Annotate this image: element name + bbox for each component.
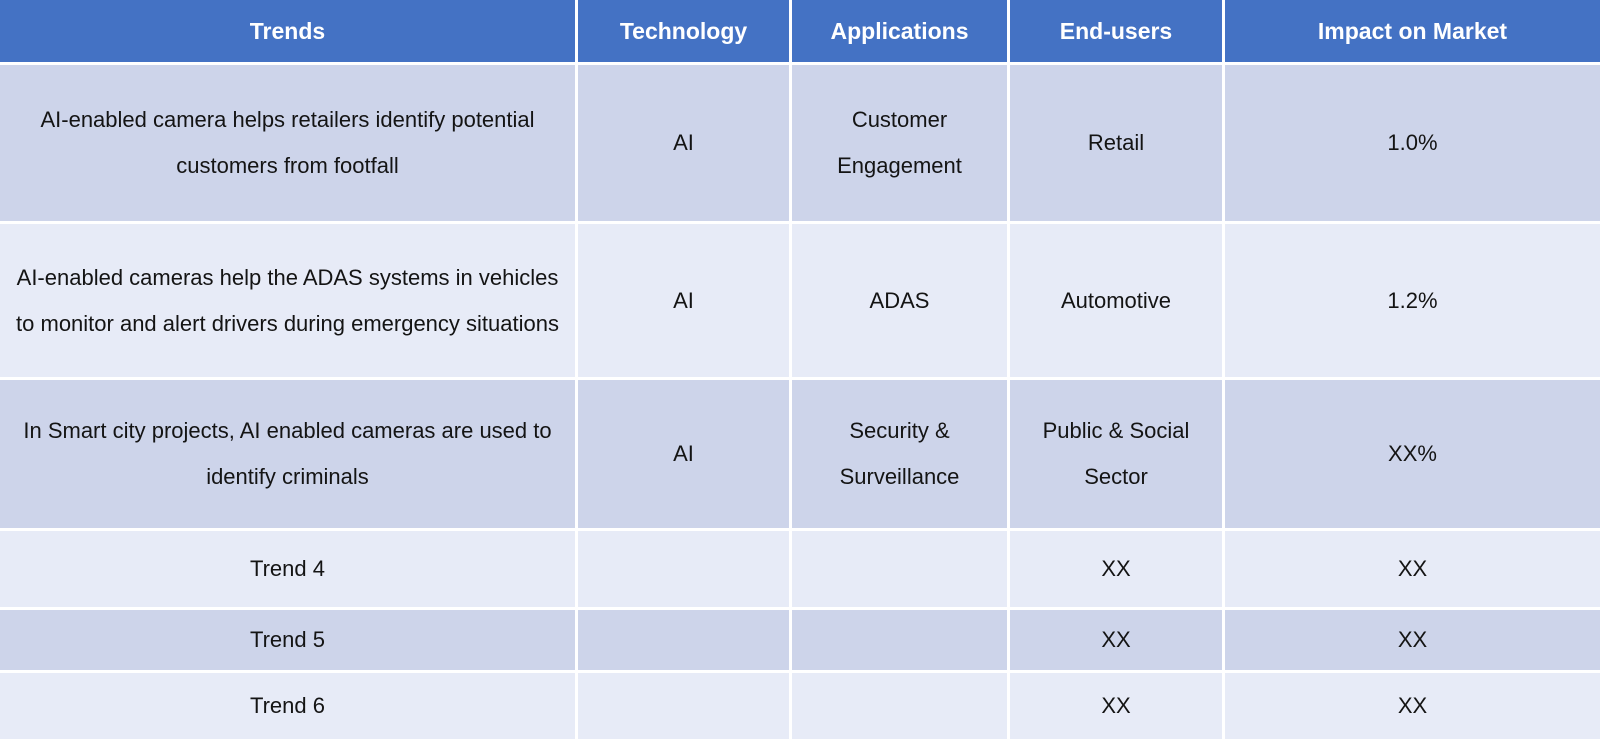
table-body: AI-enabled camera helps retailers identi…: [0, 65, 1600, 739]
table-row: AI-enabled camera helps retailers identi…: [0, 65, 1600, 225]
cell-applications: [792, 531, 1010, 611]
cell-endusers: XX: [1010, 610, 1225, 674]
table-row: Trend 5 XX XX: [0, 610, 1600, 674]
column-header-technology[interactable]: Technology: [578, 0, 792, 65]
cell-endusers-text: XX: [1101, 693, 1131, 719]
cell-endusers: XX: [1010, 673, 1225, 739]
cell-applications: [792, 610, 1010, 674]
cell-applications-text: Customer Engagement: [837, 107, 962, 179]
cell-trends: AI-enabled cameras help the ADAS systems…: [0, 224, 578, 381]
cell-trends-text: Trend 6: [249, 693, 325, 719]
cell-technology: AI: [578, 380, 792, 532]
cell-endusers-text: XX: [1101, 556, 1131, 582]
cell-technology: [578, 673, 792, 739]
cell-technology: [578, 531, 792, 611]
cell-technology: AI: [578, 224, 792, 381]
cell-applications: Customer Engagement: [792, 65, 1010, 225]
table-row: Trend 6 XX XX: [0, 673, 1600, 739]
cell-impact-text: 1.2%: [1387, 287, 1438, 313]
cell-impact-text: XX: [1397, 627, 1428, 653]
cell-impact-text: XX: [1397, 693, 1428, 719]
table-row: In Smart city projects, AI enabled camer…: [0, 380, 1600, 532]
cell-endusers-text: XX: [1101, 627, 1131, 653]
cell-trends-text: AI-enabled cameras help the ADAS systems…: [16, 264, 559, 336]
cell-trends: Trend 4: [0, 531, 578, 611]
cell-applications: Security & Surveillance: [792, 380, 1010, 532]
cell-applications-text: ADAS: [869, 287, 930, 313]
cell-trends: Trend 6: [0, 673, 578, 739]
cell-endusers: Automotive: [1010, 224, 1225, 381]
cell-technology-text: AI: [673, 441, 694, 467]
table-header-row: Trends Technology Applications End-users…: [0, 0, 1600, 65]
cell-impact: XX: [1225, 610, 1600, 674]
column-header-trends[interactable]: Trends: [0, 0, 578, 65]
cell-trends-text: Trend 5: [249, 627, 325, 653]
cell-impact-text: XX%: [1388, 441, 1437, 467]
cell-trends: Trend 5: [0, 610, 578, 674]
cell-trends-text: In Smart city projects, AI enabled camer…: [23, 418, 552, 490]
cell-impact: XX%: [1225, 380, 1600, 532]
cell-trends: In Smart city projects, AI enabled camer…: [0, 380, 578, 532]
cell-technology: [578, 610, 792, 674]
cell-applications-text: Security & Surveillance: [839, 418, 960, 490]
cell-technology-text: AI: [673, 130, 694, 156]
column-header-endusers[interactable]: End-users: [1010, 0, 1225, 65]
cell-trends-text: AI-enabled camera helps retailers identi…: [40, 107, 535, 179]
table-row: Trend 4 XX XX: [0, 531, 1600, 611]
column-header-impact[interactable]: Impact on Market: [1225, 0, 1600, 65]
cell-applications: ADAS: [792, 224, 1010, 381]
cell-impact: 1.0%: [1225, 65, 1600, 225]
column-header-applications[interactable]: Applications: [792, 0, 1010, 65]
cell-impact-text: XX: [1397, 556, 1428, 582]
cell-technology-text: AI: [673, 287, 694, 313]
cell-endusers: Retail: [1010, 65, 1225, 225]
cell-endusers-text: Automotive: [1060, 287, 1172, 313]
cell-applications: [792, 673, 1010, 739]
cell-technology: AI: [578, 65, 792, 225]
cell-impact: XX: [1225, 673, 1600, 739]
cell-impact: 1.2%: [1225, 224, 1600, 381]
cell-endusers: XX: [1010, 531, 1225, 611]
table-header: Trends Technology Applications End-users…: [0, 0, 1600, 65]
cell-impact-text: 1.0%: [1387, 130, 1438, 156]
cell-endusers-text: Public & Social Sector: [1042, 418, 1190, 490]
cell-impact: XX: [1225, 531, 1600, 611]
cell-trends-text: Trend 4: [249, 556, 325, 582]
table-row: AI-enabled cameras help the ADAS systems…: [0, 224, 1600, 381]
cell-endusers: Public & Social Sector: [1010, 380, 1225, 532]
cell-endusers-text: Retail: [1087, 130, 1145, 156]
cell-trends: AI-enabled camera helps retailers identi…: [0, 65, 578, 225]
